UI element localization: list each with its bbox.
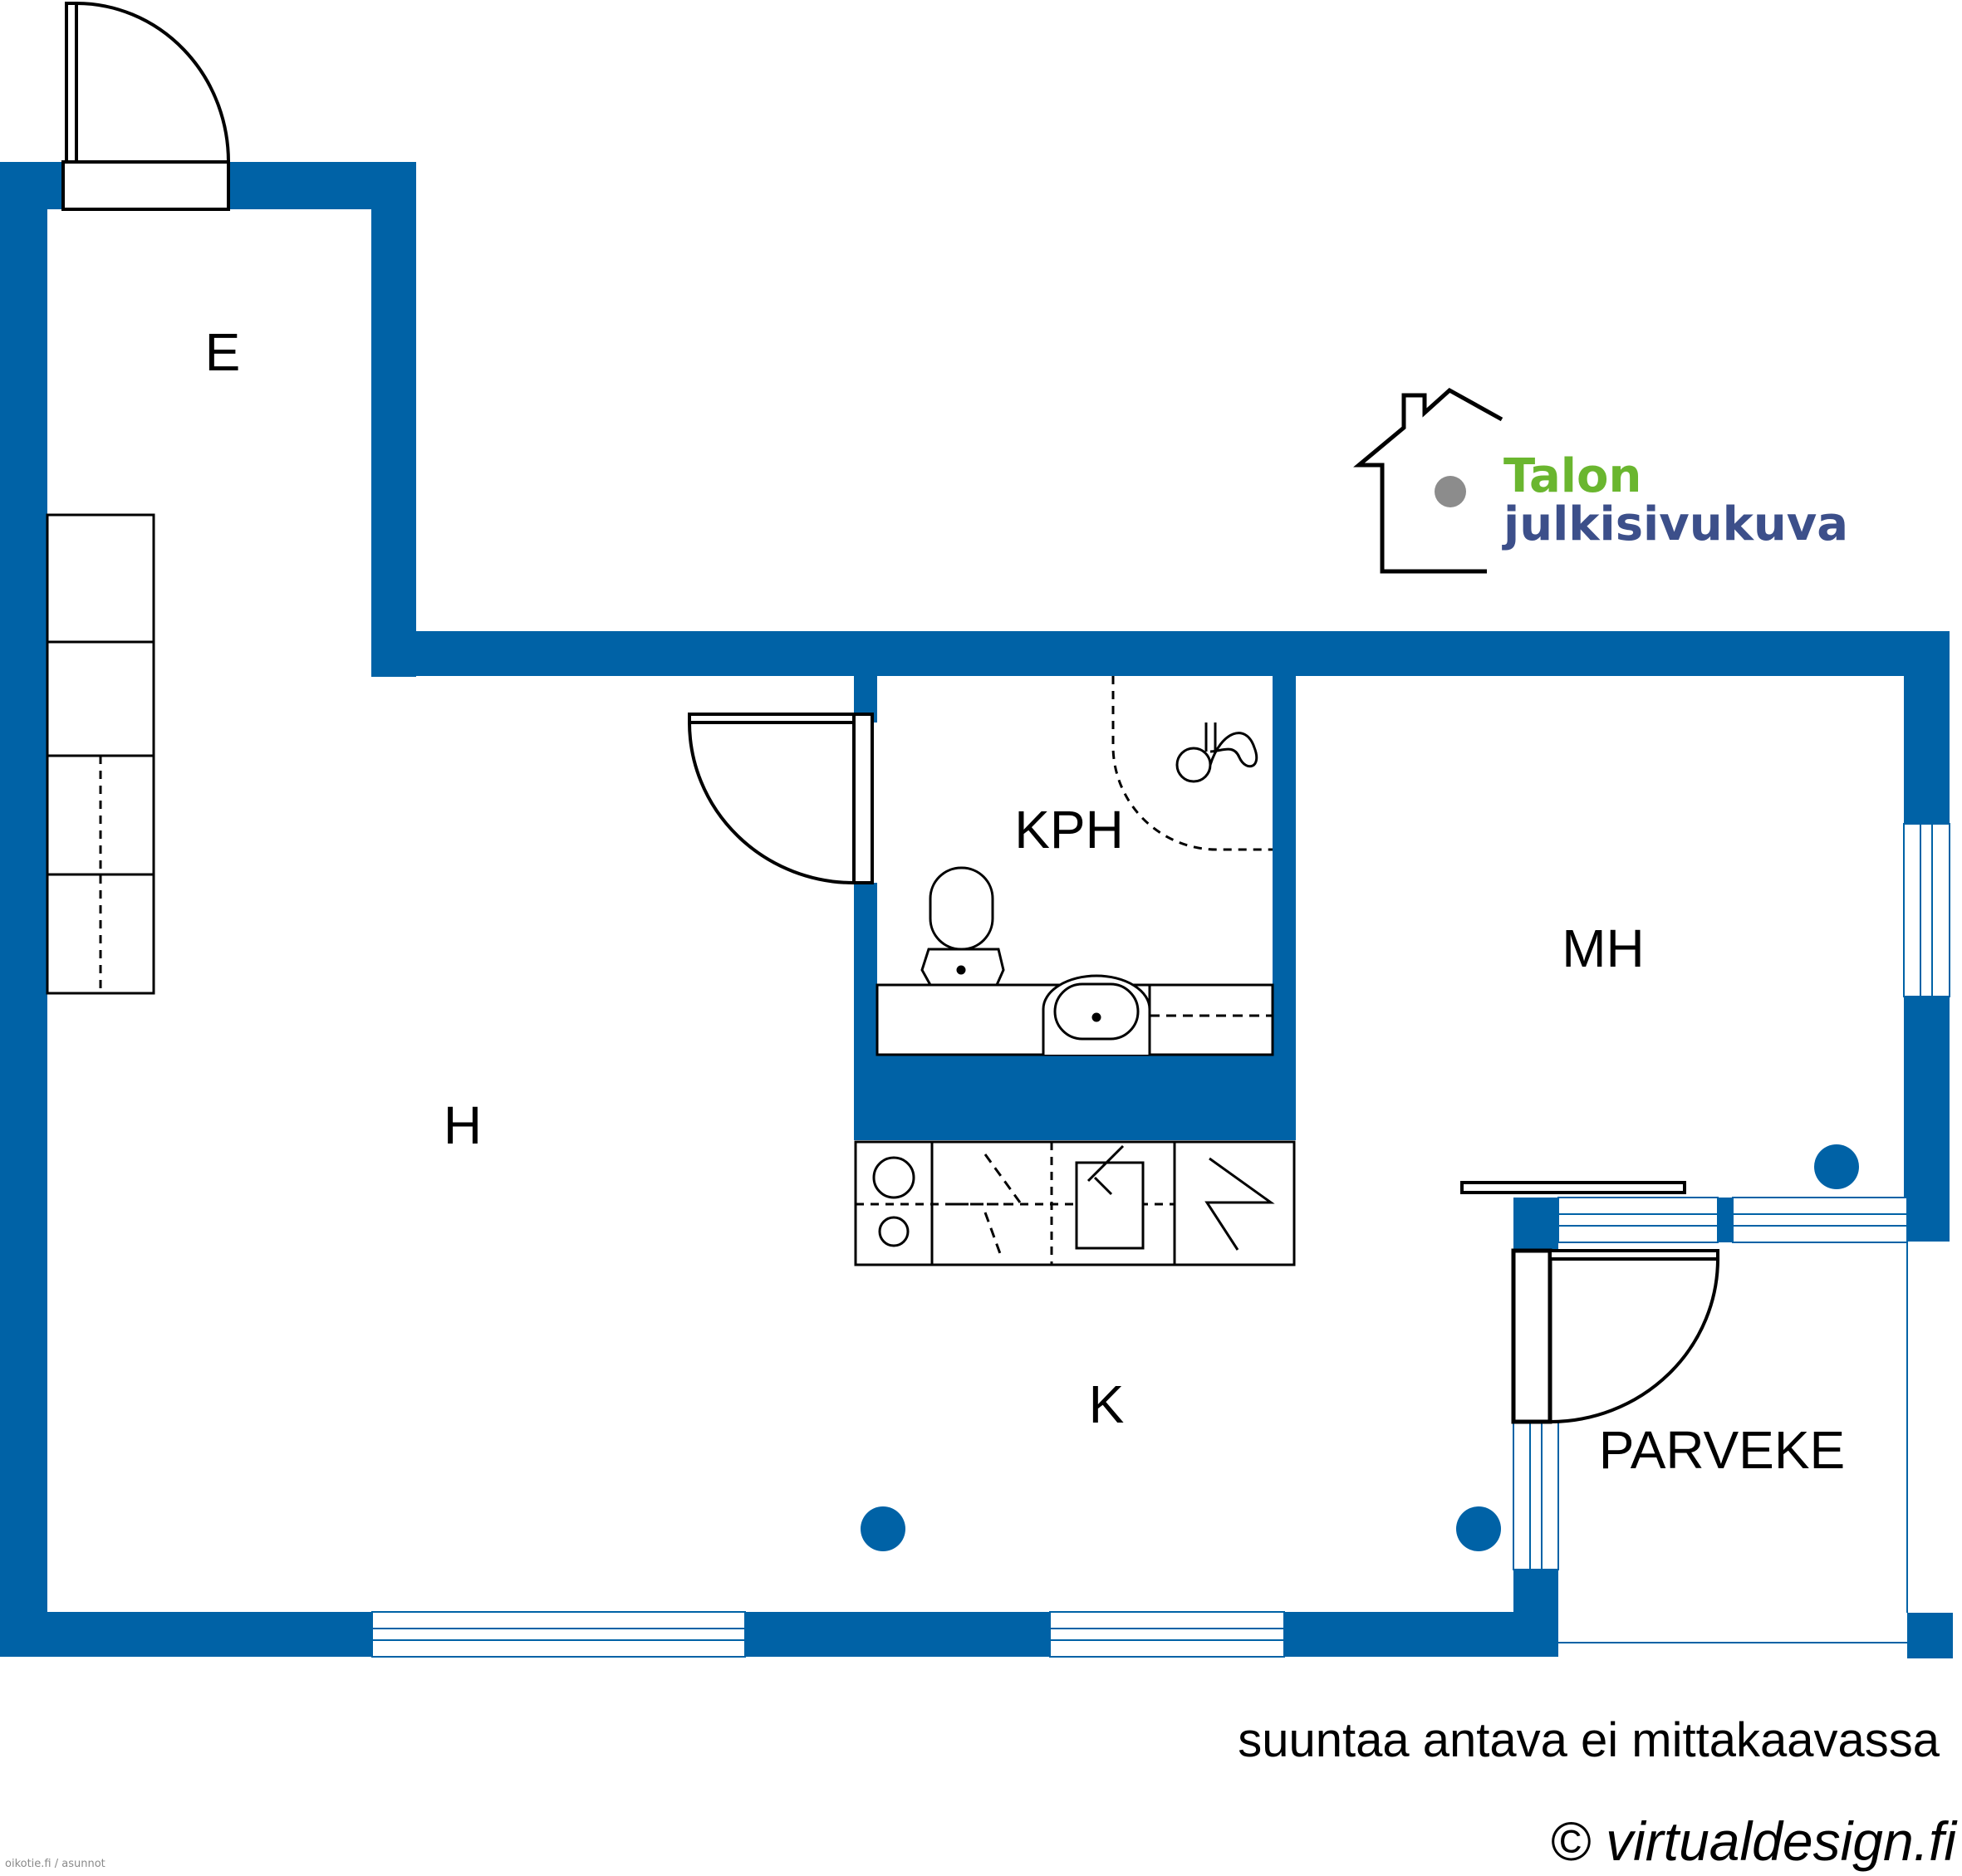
source-watermark: oikotie.fi / asunnot	[5, 1858, 105, 1870]
sink-icon	[1042, 974, 1151, 1055]
wall-bath-bottom	[854, 1055, 1296, 1140]
wall-top-entrance-left	[0, 162, 63, 209]
fridge-icon	[1204, 1157, 1275, 1251]
balcony-corner-post	[1907, 1613, 1953, 1658]
room-labels: E H KPH MH K PARVEKE	[205, 322, 1846, 1480]
wall-balcony-left-upper	[1513, 1198, 1558, 1251]
windows	[371, 823, 1950, 1658]
walls	[0, 162, 1953, 1658]
talon-julkisivukuva-logo: Talon julkisivukuva	[1353, 387, 1848, 574]
wall-bottom-1	[0, 1612, 372, 1657]
entrance-door	[61, 2, 230, 211]
fixture-dot-bedroom	[1814, 1144, 1859, 1189]
wall-balcony-mid	[1718, 1198, 1733, 1242]
window-bedroom-balcony-1	[1557, 1197, 1719, 1243]
logo-line1: Talon	[1503, 449, 1641, 503]
shower-head-icon	[1175, 722, 1258, 783]
fixtures	[46, 513, 1859, 1551]
kitchen-sink-icon	[1075, 1144, 1145, 1250]
wall-right-upper	[1904, 631, 1950, 824]
wall-right-middle	[1904, 997, 1950, 1242]
stove-icon	[872, 1156, 915, 1247]
balcony-door	[1511, 1248, 1719, 1424]
room-label-bathroom: KPH	[1014, 800, 1124, 860]
wall-entrance-right	[371, 162, 416, 677]
bedroom-door-leaf	[1460, 1181, 1686, 1194]
wall-bottom-2	[745, 1612, 1050, 1657]
wall-balcony-left-lower	[1513, 1570, 1558, 1657]
copyright-text: © virtualdesign.fi	[1550, 1810, 1958, 1872]
house-outline-icon	[1353, 387, 1503, 574]
logo-line2: julkisivukuva	[1502, 497, 1848, 551]
shower-area	[1111, 676, 1273, 851]
window-bottom-right	[1049, 1611, 1285, 1658]
room-label-kitchen: K	[1089, 1374, 1125, 1434]
room-label-living-room: H	[444, 1095, 482, 1155]
disclaimer-text: suuntaa antava ei mittakaavassa	[1238, 1713, 1940, 1767]
doors	[61, 2, 1719, 1424]
room-label-balcony: PARVEKE	[1599, 1420, 1845, 1480]
wall-top-main	[371, 631, 1950, 676]
window-kitchen-balcony	[1513, 1421, 1559, 1570]
room-label-bedroom: MH	[1562, 918, 1645, 978]
wall-bath-left	[854, 631, 877, 722]
wall-left	[0, 162, 47, 1657]
window-bedroom-right	[1903, 823, 1950, 997]
window-bedroom-balcony-2	[1732, 1197, 1908, 1243]
toilet-icon	[920, 866, 1005, 987]
fixture-dot-living-right	[1456, 1506, 1501, 1551]
dishwasher-icon	[954, 1154, 1025, 1259]
wardrobe	[46, 513, 155, 995]
logo-dot	[1435, 476, 1466, 507]
window-bottom-left	[371, 1611, 746, 1658]
bathroom-door	[688, 713, 874, 884]
fixture-dot-living-left	[861, 1506, 905, 1551]
wall-bottom-3	[1284, 1612, 1558, 1657]
room-label-entrance: E	[205, 322, 241, 382]
